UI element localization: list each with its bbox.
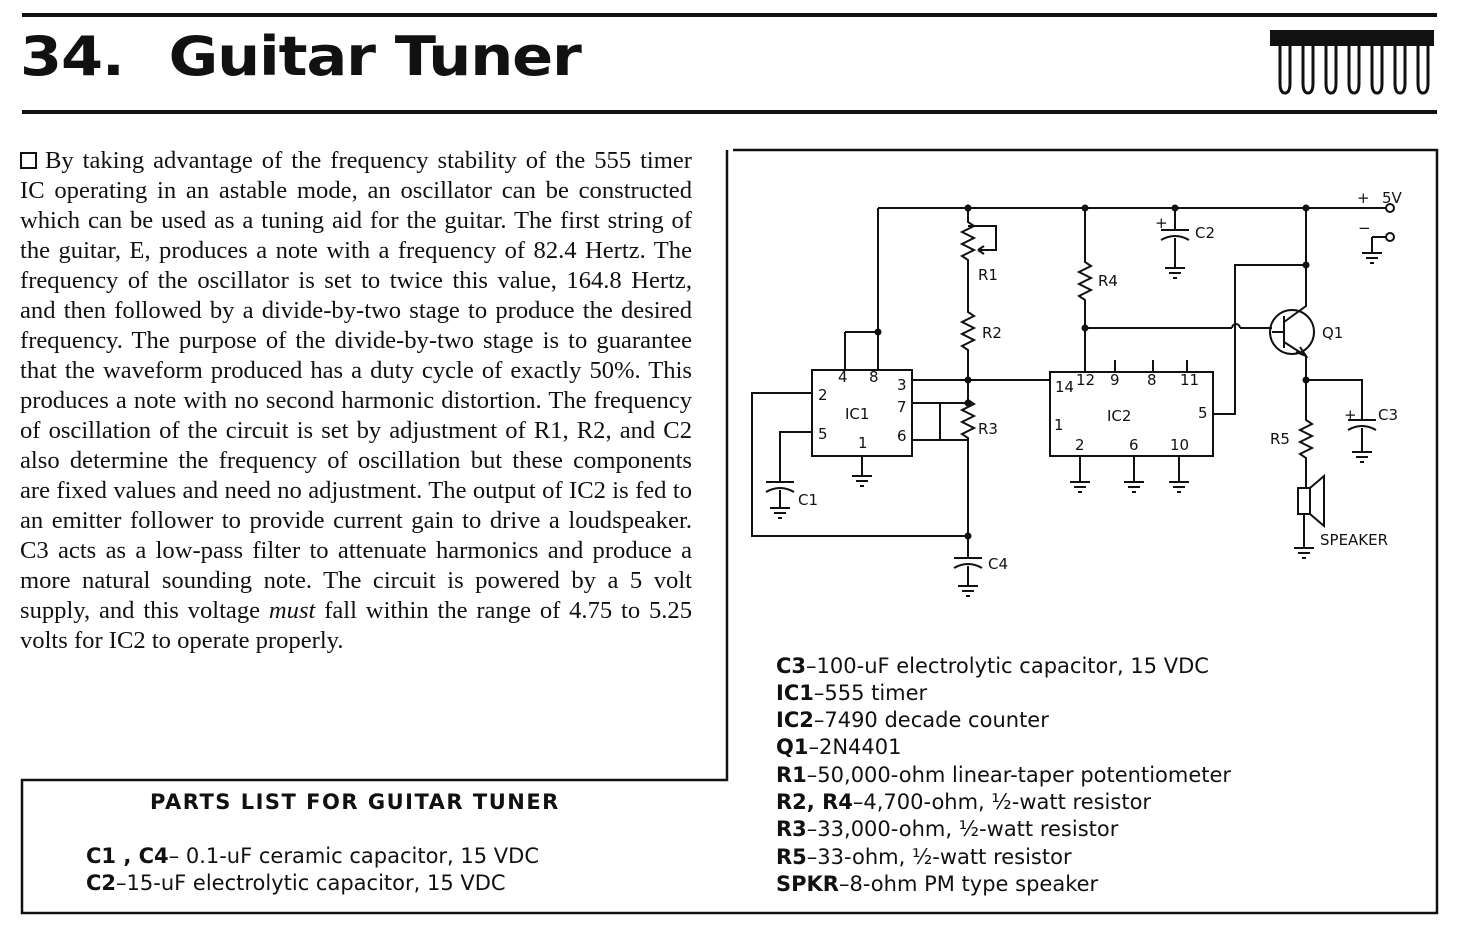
top-rule	[22, 13, 1437, 17]
article-number: 34.	[20, 25, 125, 88]
ic2-pin-11: 11	[1180, 371, 1199, 389]
r3-label: R3	[978, 420, 998, 438]
list-item: C1 , C4– 0.1-uF ceramic capacitor, 15 VD…	[86, 844, 540, 868]
ic-chip-icon	[1270, 30, 1434, 95]
c4-label: C4	[988, 555, 1008, 573]
ic1-label: IC1	[845, 405, 869, 423]
ic2-pin-2: 2	[1075, 436, 1085, 454]
list-item: R5–33-ohm, ½-watt resistor	[776, 845, 1072, 869]
list-item: C2–15-uF electrolytic capacitor, 15 VDC	[86, 871, 506, 895]
supply-voltage-label: 5V	[1382, 189, 1403, 207]
ic2-pin-5: 5	[1198, 404, 1208, 422]
supply-minus-label: −	[1358, 219, 1371, 237]
list-item: C3–100-uF electrolytic capacitor, 15 VDC	[776, 654, 1209, 678]
ic1-pin-1: 1	[858, 434, 868, 452]
supply-plus-label: +	[1357, 189, 1370, 207]
ic1-pin-2: 2	[818, 386, 828, 404]
list-item: R3–33,000-ohm, ½-watt resistor	[776, 817, 1119, 841]
ic1-pin-7: 7	[897, 398, 907, 416]
parts-list-title: PARTS LIST FOR GUITAR TUNER	[150, 790, 560, 814]
list-item: R1–50,000-ohm linear-taper potentiometer	[776, 763, 1232, 787]
ic2-label: IC2	[1107, 407, 1131, 425]
schematic-diagram: + 5V − + C2 R1 R2 R4 Q1 R3 IC1 IC2 R5 + …	[751, 189, 1403, 597]
ic1-pin-6: 6	[897, 427, 907, 445]
header-rule	[22, 110, 1437, 114]
list-item: SPKR–8-ohm PM type speaker	[776, 872, 1099, 896]
c1-label: C1	[798, 491, 818, 509]
ic1-pin-5: 5	[818, 425, 828, 443]
r2-label: R2	[982, 324, 1002, 342]
r5-label: R5	[1270, 430, 1290, 448]
article-paragraph: By taking advantage of the frequency sta…	[20, 147, 693, 654]
ic2-pin-8: 8	[1147, 371, 1157, 389]
ic1-pin-8: 8	[869, 368, 879, 386]
ic2-pin-6: 6	[1129, 436, 1139, 454]
ic2-pin-12: 12	[1076, 371, 1095, 389]
ic1-pin-3: 3	[897, 376, 907, 394]
ic1-pin-4: 4	[838, 368, 848, 386]
c2-plus-label: +	[1155, 214, 1168, 232]
r1-label: R1	[978, 266, 998, 284]
hollow-square-icon	[20, 152, 37, 169]
ic2-pin-10: 10	[1170, 436, 1189, 454]
article-title: Guitar Tuner	[168, 25, 582, 88]
article-body: By taking advantage of the frequency sta…	[20, 146, 692, 656]
list-item: R2, R4–4,700-ohm, ½-watt resistor	[776, 790, 1152, 814]
list-item: IC1–555 timer	[776, 681, 928, 705]
ic2-pin-9: 9	[1110, 371, 1120, 389]
speaker-label: SPEAKER	[1320, 531, 1388, 549]
page-title: 34. Guitar Tuner	[20, 22, 582, 92]
r4-label: R4	[1098, 272, 1118, 290]
q1-label: Q1	[1322, 324, 1343, 342]
list-item: Q1–2N4401	[776, 735, 902, 759]
list-item: IC2–7490 decade counter	[776, 708, 1049, 732]
c3-plus-label: +	[1344, 406, 1357, 424]
ic2-pin-1: 1	[1054, 416, 1064, 434]
c3-label: C3	[1378, 406, 1398, 424]
c2-label: C2	[1195, 224, 1215, 242]
ic2-pin-14: 14	[1055, 378, 1074, 396]
